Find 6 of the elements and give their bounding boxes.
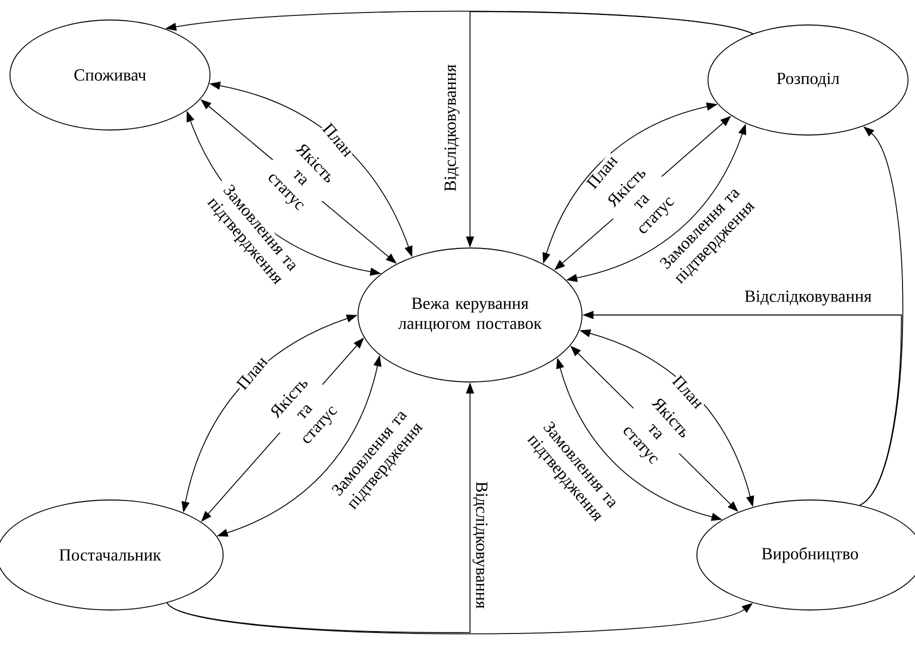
- ellipse-node: Розподіл: [708, 24, 908, 136]
- edge-label: Відслідковування: [444, 63, 460, 193]
- edge-label: Відслідковування: [743, 290, 873, 306]
- ellipse-node: Споживач: [10, 20, 210, 130]
- edge-label: Відслідковування: [472, 480, 488, 610]
- ellipse-node: Вежа керування ланцюгом поставок: [358, 248, 582, 382]
